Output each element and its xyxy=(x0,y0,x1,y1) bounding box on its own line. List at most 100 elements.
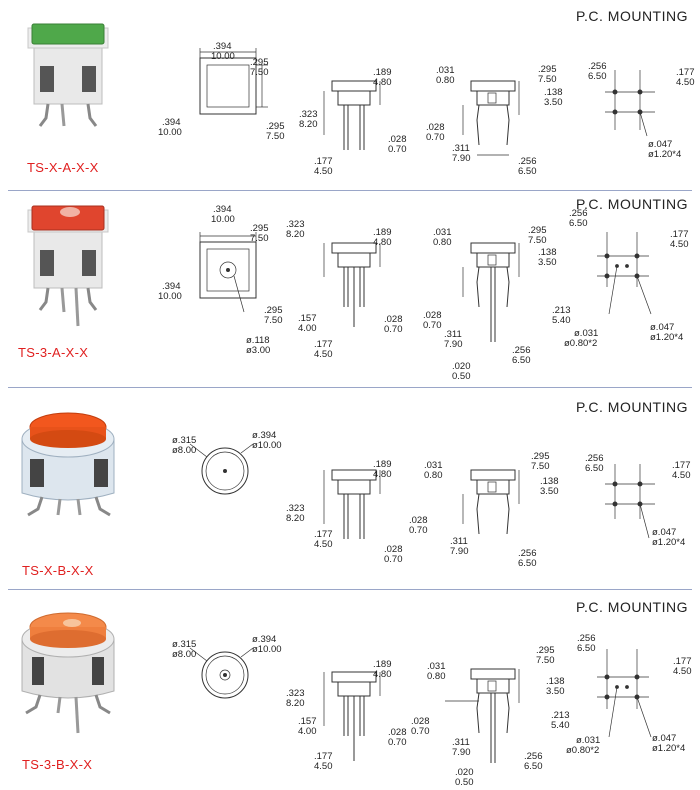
dim-label: 4.50 xyxy=(676,77,695,88)
dim-label: 4.50 xyxy=(314,166,333,177)
section-divider xyxy=(8,190,692,191)
dim-label: 7.90 xyxy=(452,153,471,164)
top-view-drawing xyxy=(199,232,257,313)
dim-label: 0.80 xyxy=(427,671,446,682)
dim-label: ø.394 xyxy=(252,430,277,441)
dim-label: 6.50 xyxy=(588,71,607,82)
dim-label: .028 xyxy=(384,314,403,325)
dim-label: .031 xyxy=(433,227,452,238)
dim-label: .311 xyxy=(452,143,470,154)
dim-label: 4.80 xyxy=(373,669,392,680)
dim-label: .256 xyxy=(588,61,607,72)
dim-label: .311 xyxy=(444,329,462,340)
switch-photo xyxy=(27,23,109,127)
dim-label: .028 xyxy=(409,515,428,526)
dim-label: 3.50 xyxy=(538,257,557,268)
dim-label: 7.90 xyxy=(452,747,471,758)
pcb-layout-drawing xyxy=(605,464,655,539)
dim-label: .311 xyxy=(452,737,470,748)
dim-label: 6.50 xyxy=(577,643,596,654)
dim-label: .028 xyxy=(426,122,445,133)
dim-label: 10.00 xyxy=(211,51,235,62)
dim-label: .031 xyxy=(424,460,443,471)
dim-label: ø10.00 xyxy=(252,440,282,451)
dim-label: ø8.00 xyxy=(172,445,197,456)
dim-label: 7.50 xyxy=(528,235,547,246)
dim-label: 7.50 xyxy=(264,315,283,326)
dim-label: 3.50 xyxy=(540,486,559,497)
part-number: TS-X-A-X-X xyxy=(27,160,99,175)
side-view-drawing xyxy=(323,469,381,539)
dim-label: 6.50 xyxy=(585,463,604,474)
dim-label: .256 xyxy=(585,453,604,464)
dim-label: ø.047 xyxy=(652,527,677,538)
dim-label: 4.50 xyxy=(314,761,333,772)
dim-label: .177 xyxy=(314,156,333,167)
side-view-drawing xyxy=(323,671,381,761)
dim-label: .189 xyxy=(373,227,392,238)
dim-label: 8.20 xyxy=(299,119,318,130)
dim-label: ø.031 xyxy=(574,328,599,339)
dim-label: ø.315 xyxy=(172,639,197,650)
dim-label: 7.50 xyxy=(538,74,557,85)
dim-label: .177 xyxy=(314,751,333,762)
dim-label: ø.315 xyxy=(172,435,197,446)
switch-cap xyxy=(31,205,105,231)
pcb-layout-drawing xyxy=(597,232,652,315)
switch-cap xyxy=(31,23,105,45)
dim-label: 4.50 xyxy=(673,666,692,677)
dim-label: 6.50 xyxy=(512,355,531,366)
dim-label: .295 xyxy=(250,223,269,234)
section-heading: P.C. MOUNTING xyxy=(575,196,688,212)
dim-label: .295 xyxy=(264,305,283,316)
dim-label: .256 xyxy=(524,751,543,762)
dim-label: 6.50 xyxy=(524,761,543,772)
dim-label: 6.50 xyxy=(518,558,537,569)
dim-label: 0.50 xyxy=(455,777,474,788)
dim-label: 7.50 xyxy=(266,131,285,142)
dim-label: .256 xyxy=(577,633,596,644)
dim-label: .323 xyxy=(299,109,318,120)
dim-label: 4.80 xyxy=(373,469,392,480)
dim-label: .213 xyxy=(551,710,570,721)
section-heading: P.C. MOUNTING xyxy=(575,599,688,615)
dim-label: 10.00 xyxy=(211,214,235,225)
dim-label: .177 xyxy=(676,67,695,78)
dim-label: 4.50 xyxy=(314,539,333,550)
dim-label: .177 xyxy=(314,339,333,350)
dim-label: 4.50 xyxy=(314,349,333,360)
dim-label: ø.394 xyxy=(252,634,277,645)
dim-label: 3.50 xyxy=(544,97,563,108)
dim-label: 0.80 xyxy=(433,237,452,248)
dim-label: .295 xyxy=(528,225,547,236)
dim-label: 4.80 xyxy=(373,237,392,248)
dim-label: 0.70 xyxy=(409,525,428,536)
dim-label: 0.70 xyxy=(423,320,442,331)
dim-label: 0.70 xyxy=(411,726,430,737)
dim-label: ø1.20*4 xyxy=(652,743,686,754)
dim-label: 8.20 xyxy=(286,698,305,709)
dim-label: 7.90 xyxy=(444,339,463,350)
dim-label: ø.047 xyxy=(652,733,677,744)
dim-label: 0.70 xyxy=(426,132,445,143)
dim-label: .177 xyxy=(672,460,691,471)
dim-label: .295 xyxy=(536,645,555,656)
dim-label: .157 xyxy=(298,716,317,727)
pcb-layout-drawing xyxy=(597,649,652,738)
pcb-layout-drawing xyxy=(605,70,655,137)
dim-label: .138 xyxy=(538,247,557,258)
dim-label: .028 xyxy=(423,310,442,321)
front-view-drawing xyxy=(462,469,520,535)
dim-label: .031 xyxy=(427,661,446,672)
dim-label: .189 xyxy=(373,67,392,78)
side-view-drawing xyxy=(323,80,381,150)
dim-label: ø1.20*4 xyxy=(650,332,684,343)
dim-label: 0.80 xyxy=(424,470,443,481)
dim-label: .213 xyxy=(552,305,571,316)
dim-label: 4.50 xyxy=(672,470,691,481)
dim-label: .323 xyxy=(286,503,305,514)
dim-label: .177 xyxy=(673,656,692,667)
dim-label: 0.70 xyxy=(388,144,407,155)
switch-photo xyxy=(21,612,115,734)
dim-label: .323 xyxy=(286,688,305,699)
